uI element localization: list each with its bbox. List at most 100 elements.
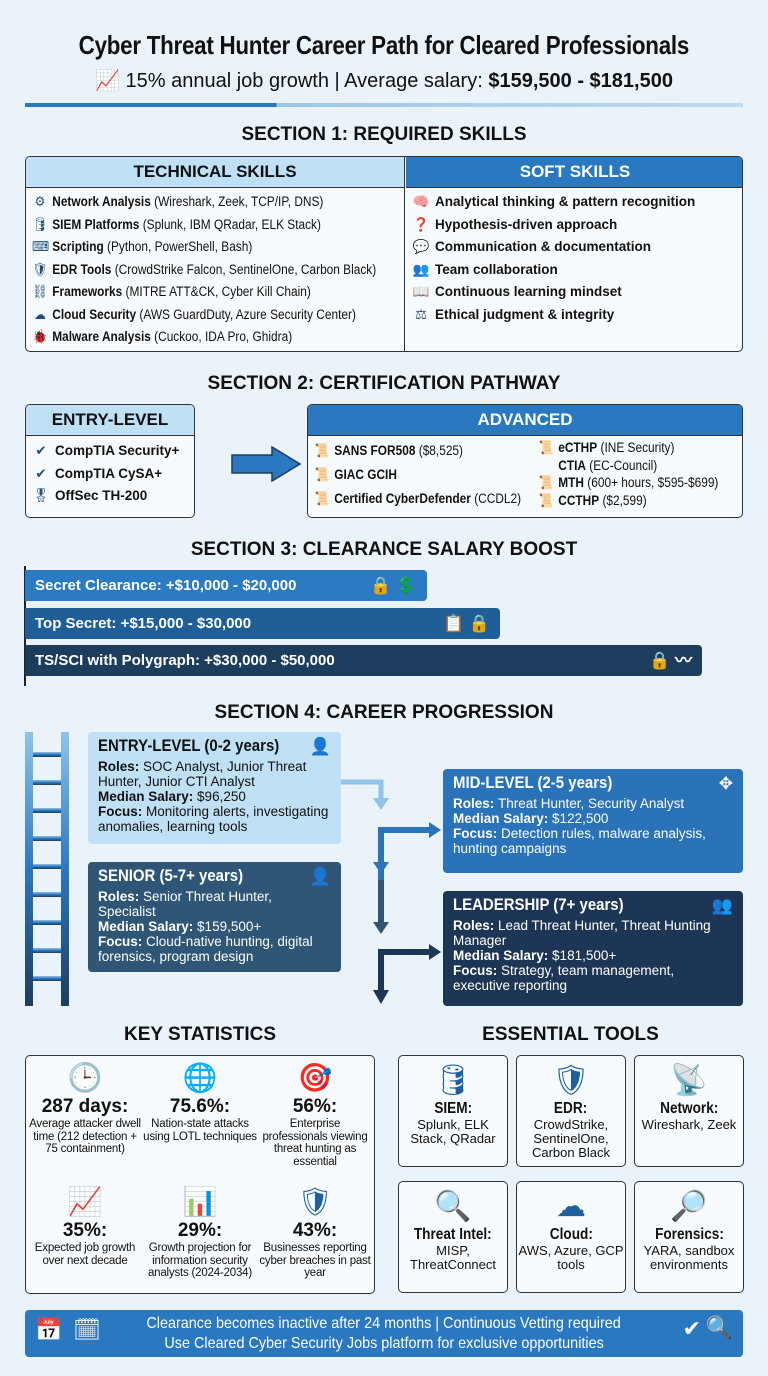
- tool-category: Forensics:: [635, 1226, 743, 1244]
- secret-clearance-bar: Secret Clearance: +$10,000 - $20,000🔒 💲: [25, 570, 427, 601]
- roles-value: Senior Threat Hunter, Specialist: [98, 889, 272, 919]
- tool-card: 🔎 Forensics:YARA, sandbox environments: [634, 1181, 744, 1293]
- cert-detail: (CCDL2): [470, 491, 522, 506]
- soft-skill-item: 🧠Analytical thinking & pattern recogniti…: [412, 191, 738, 214]
- focus-label: Focus:: [98, 934, 147, 949]
- statistic-value: 43%:: [292, 1220, 338, 1241]
- technical-skill-item: ⚙Network Analysis (Wireshark, Zeek, TCP/…: [32, 191, 354, 214]
- tool-card: 🛡EDR:CrowdStrike, SentinelOne, Carbon Bl…: [516, 1055, 626, 1167]
- tool-list: MISP, ThreatConnect: [410, 1243, 496, 1272]
- soft-skill-item: 📖Continuous learning mindset: [412, 281, 738, 304]
- target-icon: 🎯: [297, 1062, 333, 1093]
- tool-category: Cloud:: [517, 1226, 625, 1244]
- document-lock-icon: 📋 🔒: [442, 614, 490, 633]
- advanced-cert-item: CTIA (EC-Council): [538, 457, 714, 475]
- statistic-item: 🛡 43%:Businesses reporting cyber breaches…: [257, 1184, 373, 1280]
- career-salary: Median Salary: $181,500+: [453, 948, 733, 963]
- bar-label: Secret Clearance: +$10,000 - $20,000: [35, 577, 297, 594]
- question-icon: ❓: [412, 216, 430, 232]
- calendar-check-icon: 🗓: [73, 1317, 101, 1342]
- salary-value: $122,500: [552, 811, 609, 826]
- entry-cert-item: ✔CompTIA Security+: [32, 440, 188, 463]
- cert-name: CCTHP: [558, 492, 600, 508]
- focus-label: Focus:: [453, 963, 502, 978]
- cert-name: MTH: [558, 475, 584, 490]
- technical-skills-title: TECHNICAL SKILLS: [26, 157, 404, 188]
- technical-skill-item: ⌨Scripting (Python, PowerShell, Bash): [32, 236, 354, 259]
- technical-skill-item: 🛢SIEM Platforms (Splunk, IBM QRadar, ELK…: [32, 214, 354, 237]
- cert-name: CTIA: [558, 457, 586, 473]
- cloud-icon: ☁: [556, 1190, 586, 1223]
- lock-pulse-icon: 🔒 〰: [649, 651, 692, 670]
- tool-category-text: EDR:: [554, 1100, 588, 1117]
- career-card-entry: ENTRY-LEVEL (0-2 years)👤Roles: SOC Analy…: [88, 732, 341, 844]
- soft-skill-item: 💬Communication & documentation: [412, 236, 738, 259]
- salary-label: Median Salary:: [98, 789, 198, 804]
- cert-name: GIAC GCIH: [334, 467, 397, 482]
- cert-detail: (EC-Council): [585, 457, 658, 473]
- essential-tools-title: ESSENTIAL TOOLS: [482, 1024, 659, 1045]
- advanced-cert-item: 📜CCTHP ($2,599): [538, 492, 714, 510]
- career-focus: Focus: Detection rules, malware analysis…: [453, 826, 733, 856]
- certificate-icon: 📜: [538, 492, 554, 508]
- skill-name: Team collaboration: [435, 261, 558, 277]
- user-edit-icon: 👤: [309, 737, 331, 756]
- key-statistics-title: KEY STATISTICS: [123, 1024, 277, 1045]
- broken-shield-icon: 🛡: [297, 1186, 333, 1217]
- skill-name: Network Analysis: [52, 194, 151, 209]
- tool-list: YARA, sandbox environments: [643, 1243, 735, 1272]
- roles-label: Roles:: [453, 796, 499, 811]
- career-level-title-text: LEADERSHIP (7+ years): [453, 895, 624, 914]
- technical-skill-item: 🛡EDR Tools (CrowdStrike Falcon, Sentinel…: [32, 259, 376, 282]
- skill-name: Scripting: [52, 239, 104, 254]
- skill-name: Malware Analysis: [52, 329, 151, 344]
- focus-value: Cloud-native hunting, digital forensics,…: [98, 934, 313, 964]
- statistic-value: 29%:: [177, 1220, 223, 1241]
- tool-list: Splunk, ELK Stack, QRadar: [410, 1117, 496, 1146]
- arrows-move-icon: ✥: [718, 774, 733, 793]
- skill-name: Communication & documentation: [435, 239, 651, 254]
- cert-name: Certified CyberDefender: [334, 491, 471, 506]
- shield-icon: 🛡: [551, 1064, 591, 1097]
- network-icon: ⚙: [34, 194, 46, 209]
- tool-list: Wireshark, Zeek: [641, 1117, 737, 1132]
- skill-detail: (Python, PowerShell, Bash): [103, 239, 253, 254]
- tool-category: Network:: [635, 1100, 743, 1118]
- soft-skill-item: ⚖Ethical judgment & integrity: [412, 304, 738, 327]
- scales-icon: ⚖: [414, 306, 428, 322]
- statistic-description: Nation-state attacks using LOTL techniqu…: [143, 1118, 257, 1143]
- career-level-title-text: ENTRY-LEVEL (0-2 years): [98, 736, 280, 755]
- focus-value: Monitoring alerts, investigating anomali…: [98, 804, 329, 834]
- statistic-description: Businesses reporting cyber breaches in p…: [259, 1242, 371, 1279]
- soft-skill-item: ❓Hypothesis-driven approach: [412, 214, 738, 237]
- footer-line-1: Clearance becomes inactive after 24 mont…: [146, 1315, 622, 1332]
- cert-name: OffSec TH-200: [55, 488, 148, 503]
- technical-skills: TECHNICAL SKILLS ⚙Network Analysis (Wire…: [26, 157, 405, 351]
- entry-certifications: ENTRY-LEVEL ✔CompTIA Security+✔CompTIA C…: [25, 404, 195, 518]
- divider: [25, 103, 743, 107]
- salary-label: Median Salary:: [453, 948, 553, 963]
- roles-value: SOC Analyst, Junior Threat Hunter, Junio…: [98, 759, 307, 789]
- bug-search-icon: 🔎: [670, 1190, 708, 1223]
- advanced-cert-item: 📜SANS FOR508 ($8,525): [314, 439, 506, 463]
- skill-detail: (CrowdStrike Falcon, SentinelOne, Carbon…: [111, 261, 377, 277]
- bar-label: Top Secret: +$15,000 - $30,000: [35, 615, 252, 632]
- statistic-description: Enterprise professionals viewing threat …: [262, 1118, 368, 1168]
- database-icon: 🛢: [433, 1064, 473, 1097]
- technical-skill-item: 🐞Malware Analysis (Cuckoo, IDA Pro, Ghid…: [32, 326, 354, 349]
- career-level-title-text: SENIOR (5-7+ years): [98, 866, 244, 885]
- cert-name: eCTHP: [558, 440, 598, 455]
- hierarchy-icon: ⛓: [32, 284, 48, 299]
- clock-icon: 🕒: [67, 1062, 103, 1093]
- tool-category: EDR:: [517, 1100, 625, 1118]
- cert-detail: (INE Security): [597, 440, 675, 455]
- advanced-cert-item: 📜GIAC GCIH: [314, 463, 506, 487]
- soft-skill-item: 👥Team collaboration: [412, 259, 738, 282]
- certificate-icon: 📜: [314, 491, 330, 506]
- subtitle: 📈 15% annual job growth | Average salary…: [0, 68, 768, 93]
- skill-detail: (MITRE ATT&CK, Cyber Kill Chain): [122, 284, 311, 299]
- cert-name: CompTIA CySA+: [55, 465, 163, 481]
- certificate-icon: 📜: [538, 475, 554, 490]
- section-1-title: SECTION 1: REQUIRED SKILLS: [241, 124, 527, 145]
- key-statistics-panel: 🕒287 days:Average attacker dwell time (2…: [25, 1055, 375, 1294]
